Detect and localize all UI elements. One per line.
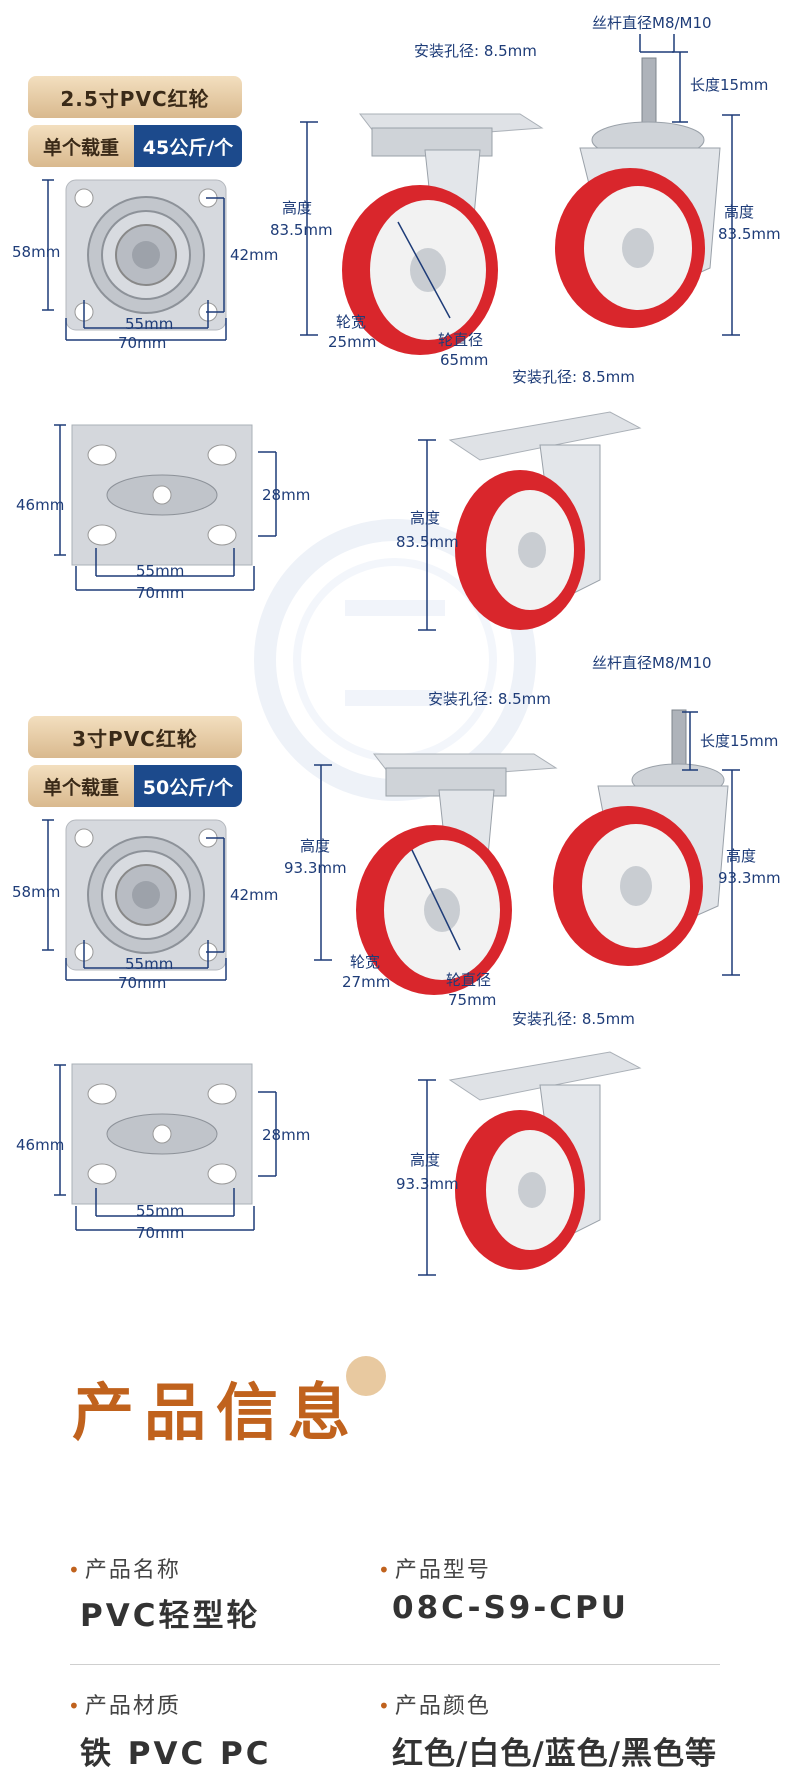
thread-size: 丝杆直径M8/M10 bbox=[592, 14, 712, 32]
plate-height: 58mm bbox=[12, 883, 61, 901]
fixed-plate-outer-width: 70mm bbox=[136, 584, 185, 602]
thread-length: 长度15mm bbox=[700, 732, 779, 750]
size-badge: 3寸PVC红轮 bbox=[28, 716, 242, 758]
height-value: 93.3mm bbox=[284, 859, 347, 877]
swivel-caster-image bbox=[342, 113, 544, 355]
fixed-plate-inner-height: 28mm bbox=[262, 1126, 311, 1144]
fixed-height-value: 93.3mm bbox=[396, 1175, 459, 1193]
plate-inner-width: 55mm bbox=[125, 955, 174, 973]
wheel-width-label: 轮宽 bbox=[336, 313, 367, 331]
screw-height-label: 高度 bbox=[726, 847, 757, 865]
spec-name-label-row: • 产品名称 bbox=[68, 1552, 181, 1584]
thread-size: 丝杆直径M8/M10 bbox=[592, 654, 712, 672]
height-value: 83.5mm bbox=[270, 221, 333, 239]
load-value: 45公斤/个 bbox=[134, 125, 242, 167]
wheel-diameter-label: 轮直径 bbox=[438, 331, 484, 349]
height-label: 高度 bbox=[300, 837, 331, 855]
fixed-caster-image bbox=[448, 1051, 642, 1270]
swivel-plate-image bbox=[65, 819, 227, 971]
fixed-plate-inner-width: 55mm bbox=[136, 1202, 185, 1220]
load-pill: 单个载重 50公斤/个 bbox=[28, 765, 242, 807]
spec-name-label: 产品名称 bbox=[84, 1558, 181, 1583]
size-badge: 2.5寸PVC红轮 bbox=[28, 76, 242, 118]
spec-model-label: 产品型号 bbox=[394, 1558, 491, 1583]
wheel-diameter-value: 65mm bbox=[440, 351, 489, 369]
spec-material-label-row: • 产品材质 bbox=[68, 1688, 181, 1720]
bullet-icon: • bbox=[378, 1694, 390, 1718]
load-label: 单个载重 bbox=[28, 765, 134, 807]
spec-color-value: 红色/白色/蓝色/黑色等 bbox=[392, 1736, 717, 1772]
bullet-icon: • bbox=[68, 1694, 80, 1718]
wheel-diameter-value: 75mm bbox=[448, 991, 497, 1009]
spec-name-value: PVC轻型轮 bbox=[80, 1598, 261, 1634]
screw-caster-image bbox=[553, 709, 729, 966]
fixed-plate-inner-height: 28mm bbox=[262, 486, 311, 504]
plate-inner-height: 42mm bbox=[230, 886, 279, 904]
hole-size: 安装孔径: 8.5mm bbox=[428, 690, 551, 708]
spec-color-label-row: • 产品颜色 bbox=[378, 1688, 491, 1720]
plate-height: 58mm bbox=[12, 243, 61, 261]
fixed-plate-height: 46mm bbox=[16, 1136, 65, 1154]
wheel-diameter-label: 轮直径 bbox=[446, 971, 492, 989]
plate-inner-width: 55mm bbox=[125, 315, 174, 333]
screw-height-value: 93.3mm bbox=[718, 869, 781, 887]
fixed-height-value: 83.5mm bbox=[396, 533, 459, 551]
fixed-plate-inner-width: 55mm bbox=[136, 562, 185, 580]
screw-height-label: 高度 bbox=[724, 203, 755, 221]
fixed-hole-size: 安装孔径: 8.5mm bbox=[512, 368, 635, 386]
wheel-width-label: 轮宽 bbox=[350, 953, 381, 971]
spec-model-value: 08C-S9-CPU bbox=[392, 1590, 629, 1626]
screw-caster-image bbox=[555, 57, 721, 328]
fixed-height-label: 高度 bbox=[410, 509, 441, 527]
swivel-caster-image bbox=[356, 753, 558, 995]
info-section-title: 产品信息 bbox=[72, 1376, 361, 1449]
spec-material-value: 铁 PVC PC bbox=[80, 1736, 272, 1772]
wheel-width-value: 27mm bbox=[342, 973, 391, 991]
fixed-plate-image bbox=[71, 424, 253, 566]
fixed-plate-outer-width: 70mm bbox=[136, 1224, 185, 1242]
thread-length: 长度15mm bbox=[690, 76, 769, 94]
bullet-icon: • bbox=[68, 1558, 80, 1582]
bullet-icon: • bbox=[378, 1558, 390, 1582]
height-label: 高度 bbox=[282, 199, 313, 217]
plate-outer-width: 70mm bbox=[118, 974, 167, 992]
fixed-hole-size: 安装孔径: 8.5mm bbox=[512, 1010, 635, 1028]
load-pill: 单个载重 45公斤/个 bbox=[28, 125, 242, 167]
fixed-plate-image bbox=[71, 1063, 253, 1205]
fixed-plate-height: 46mm bbox=[16, 496, 65, 514]
spec-material-label: 产品材质 bbox=[84, 1694, 181, 1719]
load-value: 50公斤/个 bbox=[134, 765, 242, 807]
screw-height-value: 83.5mm bbox=[718, 225, 781, 243]
fixed-caster-image bbox=[448, 411, 642, 630]
decorative-dot bbox=[346, 1356, 386, 1396]
spec-model-label-row: • 产品型号 bbox=[378, 1552, 491, 1584]
plate-inner-height: 42mm bbox=[230, 246, 279, 264]
hole-size: 安装孔径: 8.5mm bbox=[414, 42, 537, 60]
fixed-height-label: 高度 bbox=[410, 1151, 441, 1169]
load-label: 单个载重 bbox=[28, 125, 134, 167]
divider bbox=[70, 1664, 720, 1665]
swivel-plate-image bbox=[65, 179, 227, 331]
plate-outer-width: 70mm bbox=[118, 334, 167, 352]
wheel-width-value: 25mm bbox=[328, 333, 377, 351]
spec-color-label: 产品颜色 bbox=[394, 1694, 491, 1719]
